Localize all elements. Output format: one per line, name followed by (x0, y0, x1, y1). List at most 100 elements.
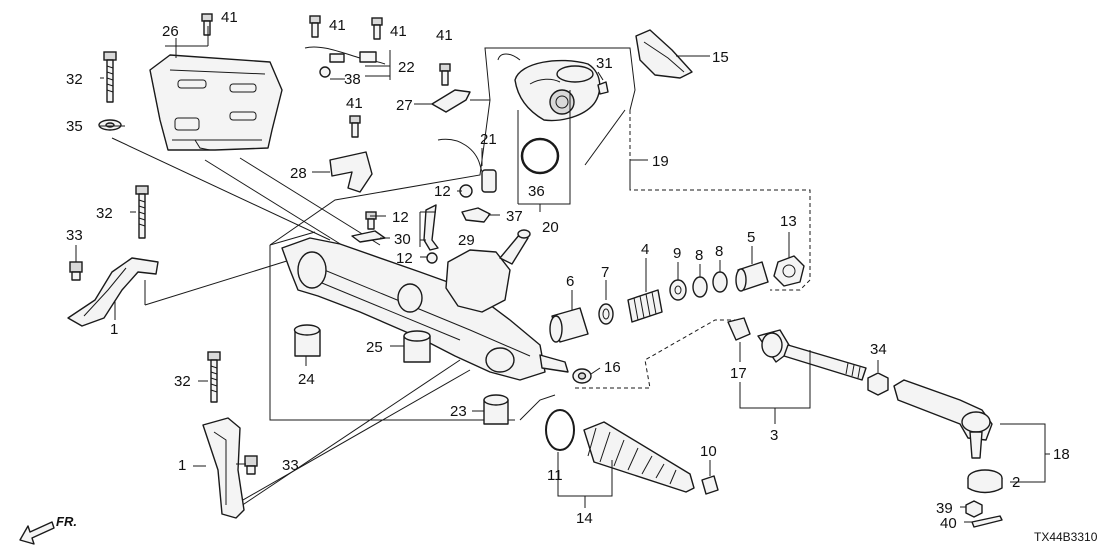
callout-32: 32 (96, 205, 113, 222)
callout-14: 14 (576, 510, 593, 527)
callout-19: 19 (652, 153, 669, 170)
nut-13 (773, 255, 805, 287)
callout-39: 39 (936, 500, 953, 517)
callout-12: 12 (434, 183, 451, 200)
bushing-25 (403, 330, 431, 363)
callout-8: 8 (695, 247, 703, 264)
callout-32: 32 (66, 71, 83, 88)
callout-33: 33 (282, 457, 299, 474)
bushing-23 (483, 394, 509, 425)
spring-4 (627, 289, 663, 323)
callout-6: 6 (566, 273, 574, 290)
tie-rod-3 (757, 329, 867, 381)
callout-40: 40 (940, 515, 957, 532)
callout-4: 4 (641, 241, 649, 258)
callout-37: 37 (506, 208, 523, 225)
nut-33-left (69, 261, 83, 281)
washer-8b (712, 271, 728, 293)
bushing-24 (293, 324, 321, 357)
wire-harness-22 (304, 46, 386, 78)
cover-15 (635, 29, 693, 79)
boot-2 (967, 469, 1003, 494)
callout-29: 29 (458, 232, 475, 249)
washer-35 (98, 119, 122, 131)
motor-assembly-20 (497, 53, 601, 122)
bushing-5 (735, 261, 769, 292)
nut-34 (867, 372, 889, 396)
callout-12: 12 (396, 250, 413, 267)
callout-41: 41 (346, 95, 363, 112)
nut-33-lower (244, 455, 258, 475)
clip-31 (597, 81, 609, 95)
callout-8: 8 (715, 243, 723, 260)
clamp-11 (545, 409, 575, 451)
callout-32: 32 (174, 373, 191, 390)
callout-41: 41 (436, 27, 453, 44)
callout-33: 33 (66, 227, 83, 244)
sensor-wire-21 (437, 138, 497, 193)
callout-30: 30 (394, 231, 411, 248)
bolt-32-lower (207, 351, 221, 403)
callout-24: 24 (298, 371, 315, 388)
assembly-frame-lines (269, 47, 811, 421)
cotter-pin-40 (971, 515, 1003, 528)
callout-18: 18 (1053, 446, 1070, 463)
callout-2: 2 (1012, 474, 1020, 491)
callout-9: 9 (673, 245, 681, 262)
boot-14 (583, 421, 695, 493)
callout-28: 28 (290, 165, 307, 182)
callout-17: 17 (730, 365, 747, 382)
steering-rack-housing (281, 229, 569, 381)
bolt-32-top (103, 51, 117, 103)
sleeve-6 (549, 307, 589, 343)
callout-26: 26 (162, 23, 179, 40)
bracket-1-upper (67, 257, 159, 327)
bracket-27 (431, 89, 471, 113)
callout-1: 1 (110, 321, 118, 338)
callout-34: 34 (870, 341, 887, 358)
callout-41: 41 (329, 17, 346, 34)
callout-41: 41 (390, 23, 407, 40)
lock-washer-17 (727, 317, 751, 341)
callout-7: 7 (601, 264, 609, 281)
callout-27: 27 (396, 97, 413, 114)
callout-38: 38 (344, 71, 361, 88)
callout-labels: 26 41 41 41 41 41 32 35 32 33 1 22 38 27… (66, 9, 1070, 532)
nut-39 (965, 500, 983, 518)
callout-10: 10 (700, 443, 717, 460)
washer-9 (669, 279, 687, 301)
callout-23: 23 (450, 403, 467, 420)
callout-16: 16 (604, 359, 621, 376)
washer-16 (572, 368, 592, 384)
callout-1: 1 (178, 457, 186, 474)
bracket-1-lower (202, 417, 245, 519)
callout-15: 15 (712, 49, 729, 66)
tie-rod-end-18 (893, 379, 993, 459)
callout-20: 20 (542, 219, 559, 236)
washer-8a (692, 276, 708, 298)
reference-code: TX44B3310 (1034, 530, 1098, 544)
callout-13: 13 (780, 213, 797, 230)
callout-12: 12 (392, 209, 409, 226)
direction-label: FR. (56, 514, 77, 529)
heat-shield-26 (149, 54, 283, 151)
callout-3: 3 (770, 427, 778, 444)
bolts-41 (201, 13, 451, 138)
bolt-32-mid (135, 185, 149, 239)
callout-35: 35 (66, 118, 83, 135)
bracket-28 (329, 151, 373, 193)
o-ring-36 (520, 137, 560, 175)
ring-7 (598, 303, 614, 325)
callout-41: 41 (221, 9, 238, 26)
callout-22: 22 (398, 59, 415, 76)
callout-21: 21 (480, 131, 497, 148)
callout-11: 11 (547, 467, 563, 484)
callout-36: 36 (528, 183, 545, 200)
leader-lines (111, 137, 471, 513)
clip-10 (701, 475, 719, 495)
callout-leaders (75, 26, 1050, 523)
callout-5: 5 (747, 229, 755, 246)
front-direction-arrow: FR. (19, 514, 77, 545)
